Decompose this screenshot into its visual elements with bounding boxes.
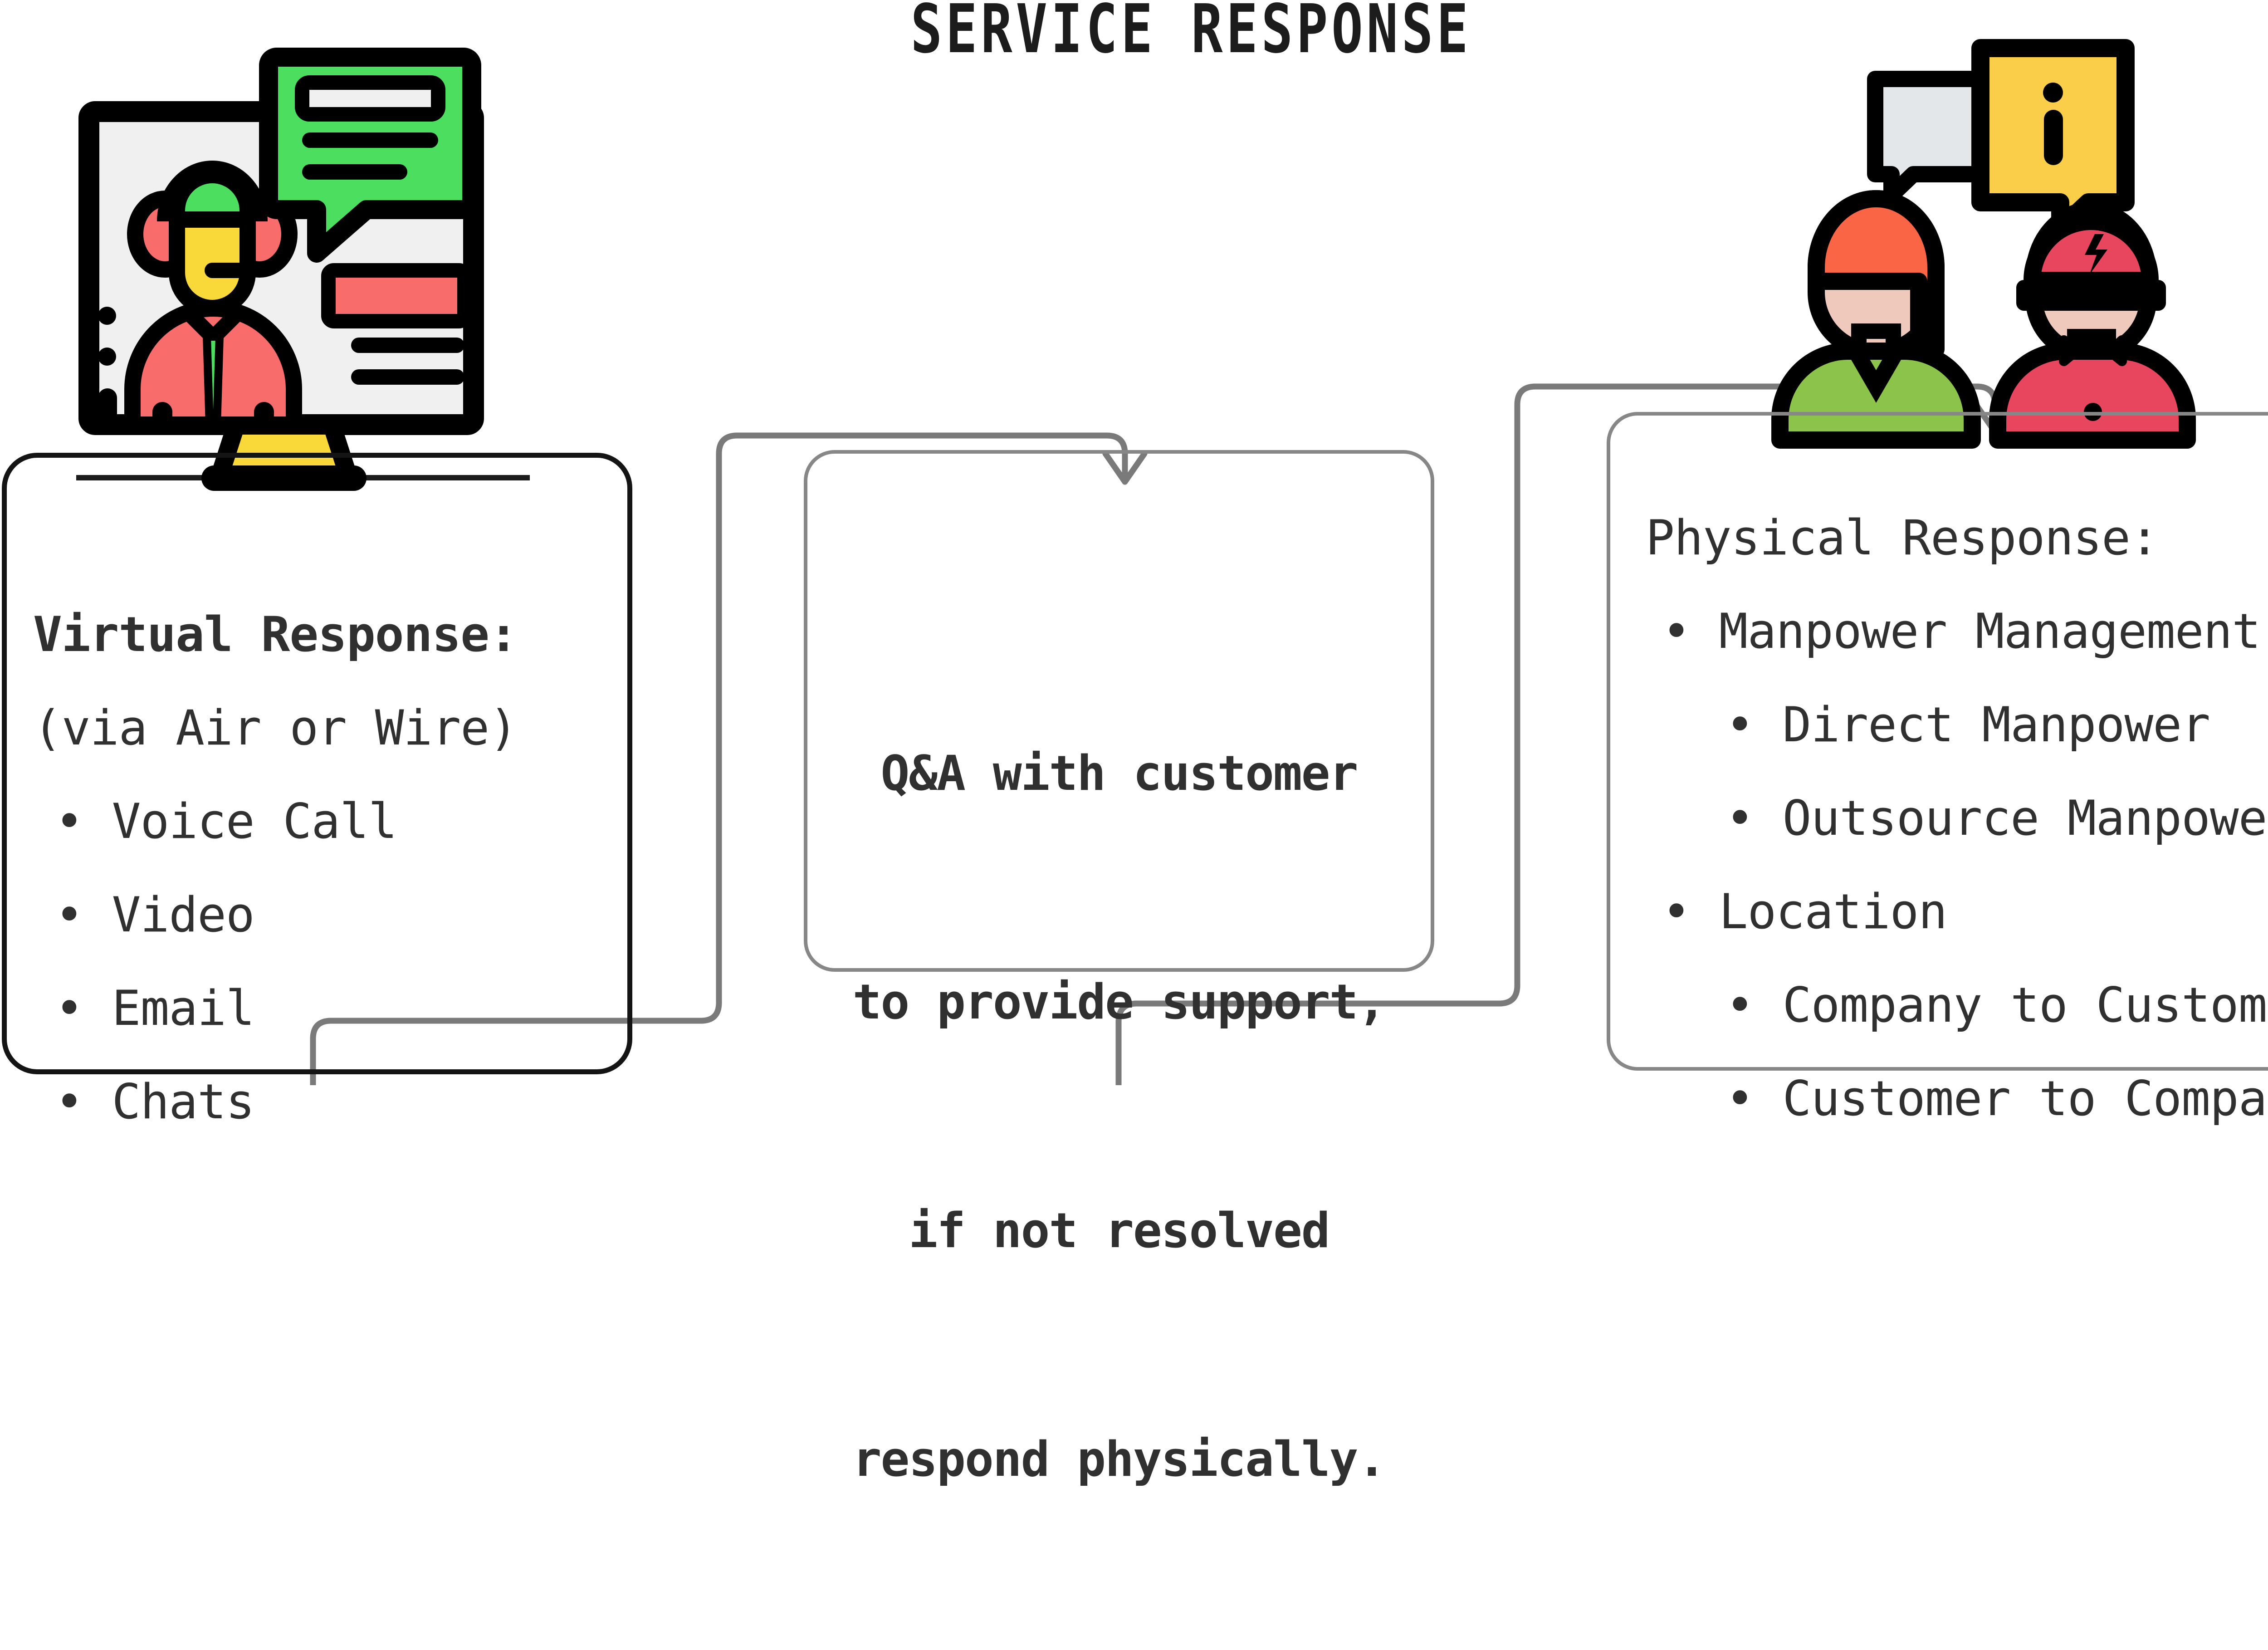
physical-item-2: • Direct Manpower — [1725, 697, 2210, 753]
virtual-bullet-1: • Voice Call — [55, 793, 397, 849]
physical-item-5: • Company to Customer — [1725, 977, 2268, 1033]
virtual-response-text: Virtual Response: (via Air or Wire) • Vo… — [33, 579, 518, 1157]
physical-item-6: • Customer to Company — [1725, 1071, 2268, 1126]
info-icon-stem — [2044, 110, 2063, 165]
panel-physical-response[interactable]: Physical Response: • Manpower Management… — [1607, 412, 2268, 1126]
physical-item-3: • Outsource Manpower — [1725, 790, 2268, 846]
bubble-line-1 — [295, 75, 445, 122]
panel-virtual-response[interactable]: Virtual Response: (via Air or Wire) • Vo… — [2, 453, 632, 1130]
qa-text: Q&A with customer to provide support, if… — [807, 583, 1431, 1650]
customer-vneck — [1849, 348, 1903, 403]
screen-dot-1 — [98, 307, 116, 325]
page-title: SERVICE RESPONSE — [910, 0, 1472, 68]
physical-response-text: Physical Response: • Manpower Management… — [1646, 483, 2268, 1154]
virtual-heading: Virtual Response: — [33, 607, 518, 662]
customer-support-illustration — [76, 48, 530, 491]
virtual-subheading: (via Air or Wire) — [33, 700, 518, 756]
screen-line-1 — [351, 338, 464, 353]
qa-line-3: if not resolved — [909, 1203, 1330, 1258]
connector-qa-to-physical-main — [1115, 383, 1998, 1085]
agent-tie — [202, 333, 224, 429]
virtual-bullet-2: • Video — [55, 887, 255, 943]
chat-bubble — [259, 48, 481, 263]
customer-person — [1771, 190, 1981, 449]
physical-item-4: • Location — [1662, 884, 1947, 940]
physical-item-1: • Manpower Management — [1662, 603, 2261, 659]
connector-virtual-to-qa — [310, 432, 1128, 1085]
screen-line-2 — [351, 369, 464, 385]
bubble-line-3 — [302, 164, 407, 180]
arrowhead-virtual-to-qa — [1102, 450, 1148, 485]
screen-red-block — [321, 263, 472, 328]
info-speech-bubble — [1971, 39, 2135, 238]
technician-person — [1989, 202, 2196, 449]
qa-line-1: Q&A with customer — [880, 745, 1359, 801]
screen-dot-2 — [98, 348, 116, 366]
screen-dot-3 — [98, 388, 117, 430]
technician-bowtie — [2059, 335, 2127, 366]
panel-qa-step[interactable]: Q&A with customer to provide support, if… — [804, 450, 1434, 1487]
field-response-illustration — [1771, 39, 2196, 449]
technician-cap-brim — [2016, 280, 2166, 311]
diagram-canvas: SERVICE RESPONSE — [2, 0, 2268, 1487]
bubble-line-2 — [302, 132, 438, 148]
virtual-bullet-3: • Email — [55, 980, 255, 1036]
virtual-bullet-4: • Chats — [55, 1074, 255, 1130]
agent-figure — [124, 161, 302, 433]
physical-heading: Physical Response: — [1646, 510, 2159, 566]
qa-line-4: respond physically. — [852, 1431, 1387, 1487]
shirt-notch-left — [152, 402, 172, 426]
lightning-bolt-icon — [2085, 234, 2107, 275]
monitor-base — [201, 465, 367, 491]
customer-hair — [1808, 190, 1945, 358]
headset-band — [157, 161, 268, 222]
info-icon-dot — [2043, 83, 2063, 103]
qa-line-2: to provide support, — [852, 974, 1387, 1030]
